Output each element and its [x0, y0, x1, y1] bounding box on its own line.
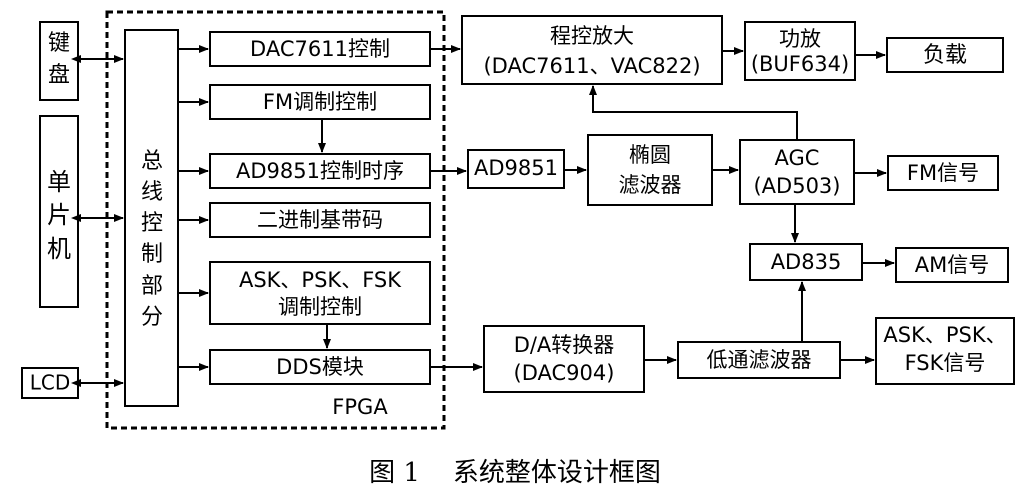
ad9851-timing-label: AD9851控制时序	[236, 159, 404, 183]
lcd-label: LCD	[30, 371, 71, 395]
fpga-label: FPGA	[332, 395, 388, 419]
ask-psk-fsk-signal-label-2: FSK信号	[905, 351, 986, 375]
ad9851-block: AD9851	[467, 149, 565, 189]
fpga-boundary	[105, 10, 446, 430]
lcd-block: LCD	[21, 367, 79, 399]
am-signal-block: AM信号	[895, 247, 1009, 283]
programmable-amp-block: 程控放大 (DAC7611、VAC822)	[461, 15, 723, 85]
ad9851-label: AD9851	[474, 156, 558, 180]
dds-block: DDS模块	[209, 349, 431, 385]
binary-code-block: 二进制基带码	[209, 202, 431, 238]
ad835-block: AD835	[749, 243, 863, 281]
ask-psk-fsk-signal-block: ASK、PSK、 FSK信号	[875, 317, 1015, 385]
ask-psk-fsk-control-label-1: ASK、PSK、FSK	[239, 268, 402, 292]
dac-control-label: DAC7611控制	[250, 37, 390, 61]
ad9851-timing-block: AD9851控制时序	[209, 153, 431, 189]
bus-label-3: 控	[141, 211, 163, 236]
agc-label-1: AGC	[775, 146, 820, 170]
fm-control-label: FM调制控制	[263, 90, 377, 114]
bus-label-4: 制	[141, 242, 163, 267]
bus-label-2: 线	[141, 180, 163, 205]
elliptic-filter-label-2: 滤波器	[619, 173, 682, 197]
da-converter-label-2: (DAC904)	[514, 361, 615, 385]
mcu-block: 单 片 机	[39, 115, 79, 308]
bus-label-5: 部	[141, 274, 163, 299]
fm-control-block: FM调制控制	[209, 84, 431, 120]
bus-label-1: 总	[141, 149, 163, 174]
dds-label: DDS模块	[276, 355, 364, 379]
elliptic-filter-block: 椭圆 滤波器	[587, 134, 713, 206]
agc-to-prog-amp-feedback	[589, 85, 798, 140]
programmable-amp-label-1: 程控放大	[550, 24, 634, 48]
bus-control-block: 总 线 控 制 部 分	[124, 29, 179, 407]
power-amp-block: 功放 (BUF634)	[744, 21, 856, 81]
bus-label-6: 分	[141, 305, 163, 330]
power-amp-label-1: 功放	[779, 27, 821, 51]
programmable-amp-label-2: (DAC7611、VAC822)	[483, 54, 700, 78]
agc-label-2: (AD503)	[753, 174, 840, 198]
figure-caption: 图 1 系统整体设计框图	[369, 458, 661, 488]
fm-signal-block: FM信号	[887, 155, 999, 191]
am-signal-label: AM信号	[915, 253, 989, 277]
keyboard-label-2: 盘	[48, 63, 70, 88]
binary-code-label: 二进制基带码	[257, 208, 383, 232]
mcu-label-2: 片	[47, 201, 71, 229]
ad835-label: AD835	[771, 250, 842, 274]
dac-control-block: DAC7611控制	[209, 31, 431, 67]
mcu-label-3: 机	[47, 235, 71, 263]
mcu-label-1: 单	[47, 168, 71, 196]
agc-block: AGC (AD503)	[739, 139, 855, 205]
fm-signal-label: FM信号	[907, 161, 979, 185]
lowpass-filter-block: 低通滤波器	[677, 341, 841, 379]
ask-psk-fsk-control-label-2: 调制控制	[278, 295, 362, 319]
keyboard-block: 键 盘	[39, 21, 79, 101]
da-converter-block: D/A转换器 (DAC904)	[483, 325, 645, 393]
keyboard-label-1: 键	[48, 31, 70, 56]
ask-psk-fsk-signal-label-1: ASK、PSK、	[883, 323, 1006, 347]
da-converter-label-1: D/A转换器	[514, 333, 615, 357]
power-amp-label-2: (BUF634)	[751, 52, 849, 76]
ask-psk-fsk-control-block: ASK、PSK、FSK 调制控制	[209, 261, 431, 325]
load-block: 负载	[886, 37, 1004, 73]
lowpass-filter-label: 低通滤波器	[707, 348, 812, 372]
elliptic-filter-label-1: 椭圆	[629, 143, 671, 167]
load-label: 负载	[923, 43, 967, 68]
